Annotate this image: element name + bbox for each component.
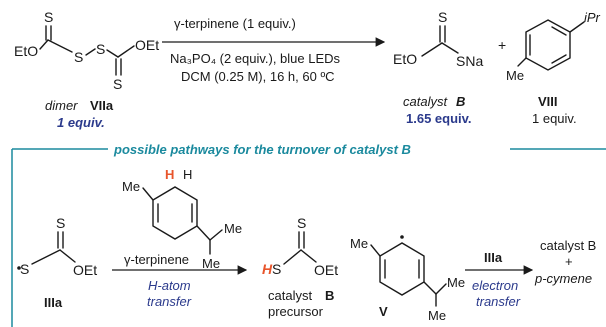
pathway-frame	[11, 148, 606, 327]
dimer-label: dimer	[45, 98, 78, 113]
result-line2: +	[565, 254, 573, 269]
catalyst-letter: B	[456, 94, 465, 109]
catalyst-atom-sna: SNa	[456, 53, 483, 69]
product-equiv: 1 equiv.	[532, 111, 577, 126]
arrow2-top-label: IIIa	[484, 250, 503, 265]
dimer-atom-oet: OEt	[135, 37, 159, 53]
pathway-title: possible pathways for the turnover of ca…	[113, 142, 411, 157]
terpinene-structure: Me H H Me Me	[122, 167, 242, 271]
terpinene-atom-h-orange: H	[165, 167, 174, 182]
conditions-line1: γ-terpinene (1 equiv.)	[174, 16, 296, 31]
terpinene-atom-me: Me	[122, 179, 140, 194]
arrow2-bottom-label1: electron	[472, 278, 518, 293]
conditions-line2: Na₃PO₄ (2 equiv.), blue LEDs	[170, 51, 341, 66]
dimer-id: VIIa	[90, 98, 114, 113]
precursor-atom-oet: OEt	[314, 262, 338, 278]
result-line3: p-cymene	[534, 271, 592, 286]
radical-id: IIIa	[44, 295, 63, 310]
dimer-atom-eto: EtO	[14, 43, 38, 59]
catalyst-atom-eto: EtO	[393, 51, 417, 67]
radical-v-structure: Me Me Me	[350, 235, 465, 323]
terpinene-atom-h: H	[183, 167, 192, 182]
catalyst-structure: S EtO SNa	[393, 9, 483, 69]
radical-atom-oet: OEt	[73, 262, 97, 278]
radical-v-atom-me1: Me	[447, 275, 465, 290]
dimer-atom-s4: S	[113, 76, 122, 92]
radical-v-id: V	[379, 304, 388, 319]
result-line1: catalyst B	[540, 238, 596, 253]
radical-v-atom-me: Me	[350, 236, 368, 251]
precursor-structure: S H S OEt	[262, 215, 338, 278]
radical-atom-s-left: S	[20, 261, 29, 277]
radical-v-atom-me2: Me	[428, 308, 446, 323]
terpinene-atom-me1: Me	[224, 221, 242, 236]
terpinene-atom-me2: Me	[202, 256, 220, 271]
product-atom-ipr: iPr	[584, 10, 601, 25]
product-structure: Me iPr	[506, 10, 601, 83]
arrow1-bottom-label1: H-atom	[148, 278, 191, 293]
product-id: VIII	[538, 94, 558, 109]
dimer-atom-s2: S	[74, 49, 83, 65]
dimer-structure: S EtO S S OEt S	[14, 9, 159, 92]
dimer-atom-s1: S	[44, 9, 53, 25]
dimer-equiv: 1 equiv.	[57, 115, 105, 130]
radical-structure: S S OEt	[17, 215, 97, 278]
catalyst-atom-s: S	[438, 9, 447, 25]
catalyst-equiv: 1.65 equiv.	[406, 111, 472, 126]
precursor-label1: catalyst	[268, 288, 312, 303]
arrow1-bottom-label2: transfer	[147, 294, 192, 309]
arrow2-bottom-label2: transfer	[476, 294, 521, 309]
catalyst-label: catalyst	[403, 94, 448, 109]
precursor-atom-s: S	[272, 261, 281, 277]
precursor-atom-h: H	[262, 261, 273, 277]
product-atom-me: Me	[506, 68, 524, 83]
precursor-atom-s-top: S	[297, 215, 306, 231]
arrow1-top-label: γ-terpinene	[124, 252, 189, 267]
precursor-label2: precursor	[268, 304, 324, 319]
plus-sign: +	[498, 37, 506, 53]
conditions-line3: DCM (0.25 M), 16 h, 60 ºC	[181, 69, 335, 84]
precursor-letter: B	[325, 288, 334, 303]
radical-atom-s: S	[56, 215, 65, 231]
dimer-atom-s3: S	[96, 41, 105, 57]
